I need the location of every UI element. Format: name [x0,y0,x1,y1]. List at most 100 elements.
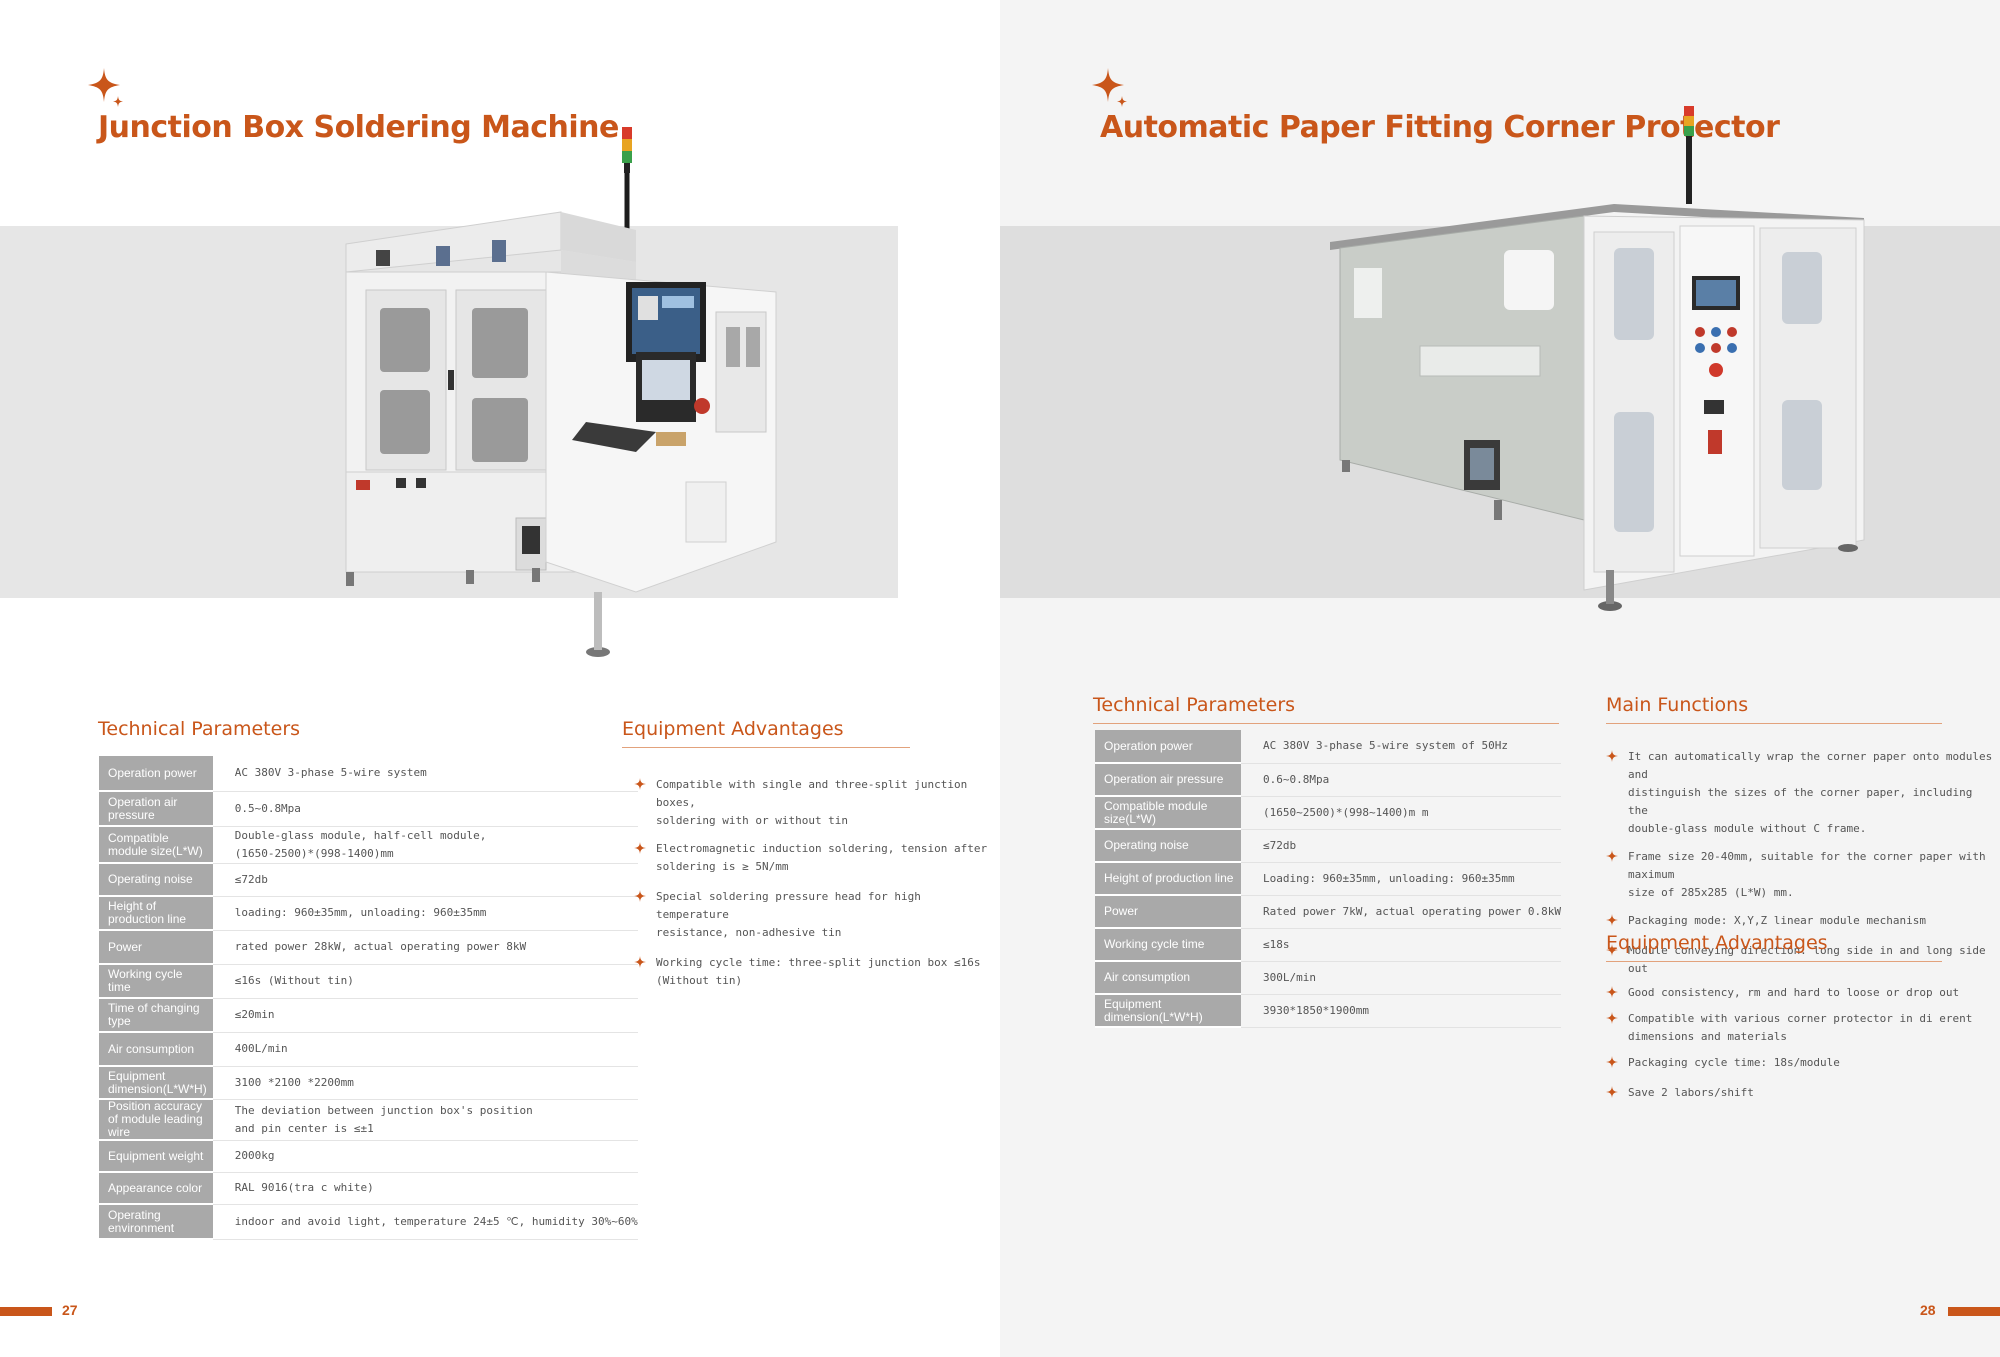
parameter-value: (1650~2500)*(998~1400)m m [1240,796,1561,830]
parameter-value: rated power 28kW, actual operating power… [212,930,638,965]
heading-rule [1606,723,1942,724]
list-item: Electromagnetic induction soldering, ten… [634,840,994,876]
parameter-value: 3100 *2100 *2200mm [212,1066,638,1100]
parameter-row: Position accuracy of module leading wire… [99,1099,638,1141]
parameter-value: Double-glass module, half-cell module,(1… [212,826,638,864]
equipment-advantages-list: Good consistency, rm and hard to loose o… [1606,984,1996,1102]
main-functions-heading: Main Functions [1606,694,1942,724]
list-item-text: Packaging mode: X,Y,Z linear module mech… [1628,914,1927,927]
parameter-value: 400L/min [212,1032,638,1067]
parameter-label: Power [1095,895,1241,929]
list-item: Packaging cycle time: 18s/module [1606,1054,1996,1072]
four-point-star-icon [634,956,646,968]
equipment-advantages-heading: Equipment Advantages [622,718,910,748]
technical-parameters-heading-text: Technical Parameters [98,718,301,740]
equipment-advantages-heading-text: Equipment Advantages [622,718,844,740]
technical-parameters-heading-text: Technical Parameters [1093,694,1296,716]
list-item-text: It can automatically wrap the corner pap… [1628,750,1993,835]
parameter-row: Working cycle time≤18s [1095,928,1561,962]
list-item-text: Save 2 labors/shift [1628,1086,1754,1099]
parameter-value: ≤16s (Without tin) [212,964,638,999]
parameter-row: Working cycle time≤16s (Without tin) [99,964,638,999]
parameter-value: 3930*1850*1900mm [1240,994,1561,1028]
parameter-value: AC 380V 3-phase 5-wire system of 50Hz [1240,730,1561,764]
list-item: Packaging mode: X,Y,Z linear module mech… [1606,912,1996,930]
parameter-label: Appearance color [99,1172,213,1205]
four-point-star-icon [1606,850,1618,862]
parameter-row: Equipment dimension(L*W*H)3930*1850*1900… [1095,994,1561,1028]
page-right: Automatic Paper Fitting Corner Protector [1000,0,2000,1357]
parameter-label: Height of production line [99,896,213,931]
parameter-label: Working cycle time [99,964,213,999]
list-item-text: Special soldering pressure head for high… [656,890,921,939]
parameter-label: Operating noise [1095,829,1241,863]
parameter-value: RAL 9016(tra c white) [212,1172,638,1205]
parameter-label: Operation air pressure [1095,763,1241,797]
parameter-value: The deviation between junction box's pos… [212,1099,638,1141]
parameter-row: Compatible module size(L*W)Double-glass … [99,826,638,864]
machine-image [345,127,777,657]
parameter-value: ≤20min [212,998,638,1033]
page-number-bar [0,1307,52,1316]
heading-rule [622,747,910,748]
list-item: Compatible with various corner protector… [1606,1010,1996,1046]
parameter-label: Compatible module size(L*W) [1095,796,1241,830]
four-point-star-icon [1606,914,1618,926]
parameter-label: Working cycle time [1095,928,1241,962]
parameter-value: AC 380V 3-phase 5-wire system [212,756,638,792]
parameter-label: Operation air pressure [99,791,213,827]
parameter-value: Rated power 7kW, actual operating power … [1240,895,1561,929]
four-point-star-icon [88,68,123,107]
parameter-label: Equipment dimension(L*W*H) [1095,994,1241,1028]
list-item-text: Frame size 20-40mm, suitable for the cor… [1628,850,1986,899]
list-item-text: Compatible with single and three-split j… [656,778,968,827]
equipment-advantages-list: Compatible with single and three-split j… [634,776,994,990]
list-item-text: Packaging cycle time: 18s/module [1628,1056,1840,1069]
four-point-star-icon [634,778,646,790]
page-left: Junction Box Soldering Machine [0,68,994,1318]
list-item-text: Electromagnetic induction soldering, ten… [656,842,988,873]
parameter-value: ≤72db [1240,829,1561,863]
parameter-row: Compatible module size(L*W)(1650~2500)*(… [1095,796,1561,830]
parameter-label: Operating noise [99,863,213,897]
technical-parameters-heading: Technical Parameters [1093,694,1559,724]
four-point-star-icon [1606,1012,1618,1024]
parameter-row: Operating noise≤72db [99,863,638,897]
parameter-label: Compatible module size(L*W) [99,826,213,864]
list-item: Good consistency, rm and hard to loose o… [1606,984,1996,1002]
parameter-value: 300L/min [1240,961,1561,995]
parameter-label: Power [99,930,213,965]
main-functions-heading-text: Main Functions [1606,694,1749,716]
list-item: Compatible with single and three-split j… [634,776,994,830]
parameter-label: Operation power [1095,730,1241,764]
list-item: Save 2 labors/shift [1606,1084,1996,1102]
four-point-star-icon [1606,986,1618,998]
parameter-label: Equipment dimension(L*W*H) [99,1066,213,1100]
page-number: 28 [1920,1302,1936,1318]
four-point-star-icon [1606,944,1618,956]
parameter-row: Equipment dimension(L*W*H)3100 *2100 *22… [99,1066,638,1100]
list-item: Module conveying direction: long side in… [1606,942,1996,978]
parameter-value: ≤72db [212,863,638,897]
parameter-label: Equipment weight [99,1140,213,1173]
parameter-label: Time of changing type [99,998,213,1033]
equipment-advantages-heading: Equipment Advantages [1606,932,1942,962]
list-item-text: Compatible with various corner protector… [1628,1012,1973,1043]
list-item: Special soldering pressure head for high… [634,888,994,942]
parameter-value: 0.6~0.8Mpa [1240,763,1561,797]
parameter-label: Operating environment [99,1204,213,1240]
list-item: Working cycle time: three-split junction… [634,954,994,990]
machine-image [1330,106,1865,611]
parameter-label: Air consumption [99,1032,213,1067]
parameter-value: 2000kg [212,1140,638,1173]
